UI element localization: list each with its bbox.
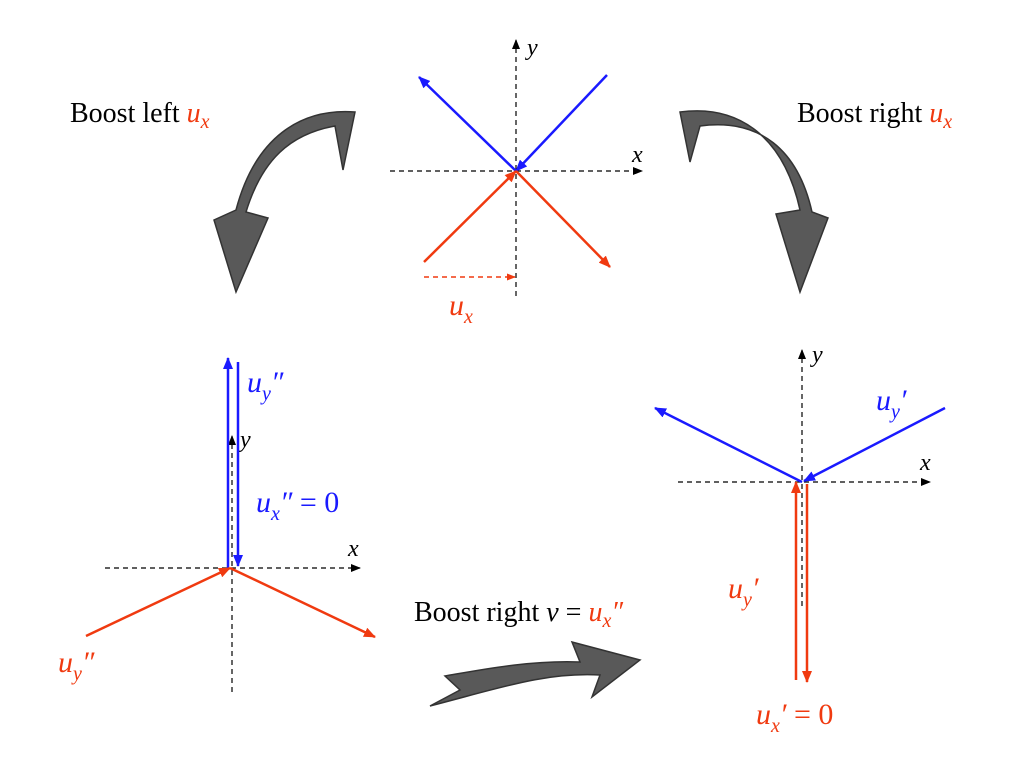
top-y-axis-label: y bbox=[525, 35, 538, 61]
top-x-axis-label: x bbox=[631, 142, 643, 168]
boost-right-bottom-label: Boost right v = ux″ bbox=[414, 597, 623, 632]
boost-right-top-label: Boost right ux bbox=[797, 98, 952, 133]
bottom-left-red-arrow-downright bbox=[229, 566, 376, 639]
boost-left-curved-arrow-icon bbox=[213, 110, 356, 295]
bottom-left-panel: y x uy″ ux″ = 0 uy″ bbox=[58, 357, 376, 692]
boost-left-label: Boost left ux bbox=[70, 98, 210, 133]
bottom-right-x-axis-label: x bbox=[919, 450, 931, 476]
bottom-left-x-axis-label: x bbox=[347, 536, 359, 562]
bottom-right-y-axis-label: y bbox=[810, 342, 823, 368]
top-ux-label: ux bbox=[449, 289, 473, 328]
bottom-right-axes bbox=[678, 349, 931, 606]
bottom-right-blue-arrow-upleft bbox=[654, 406, 803, 484]
bottom-right-red-uy-label: uy′ bbox=[728, 572, 759, 611]
top-blue-arrow-upleft bbox=[418, 76, 517, 172]
boost-right-top-curved-arrow-icon bbox=[679, 110, 829, 295]
bottom-right-panel: y x uy′ uy′ ux′ = 0 bbox=[654, 342, 946, 737]
top-panel: y x ux bbox=[390, 35, 643, 328]
bottom-right-ux-equals-zero-label: ux′ = 0 bbox=[756, 698, 833, 737]
bottom-left-y-axis-label: y bbox=[238, 427, 251, 453]
top-red-arrow-downright bbox=[515, 170, 611, 268]
bottom-left-uy-label: uy″ bbox=[247, 366, 284, 405]
bottom-left-axes bbox=[105, 435, 361, 692]
bottom-left-red-uy-label: uy″ bbox=[58, 646, 95, 685]
top-blue-arrow-incoming bbox=[515, 74, 608, 172]
bottom-left-ux-equals-zero-label: ux″ = 0 bbox=[256, 486, 339, 525]
boost-right-bottom-curved-arrow-icon bbox=[429, 640, 642, 707]
top-red-arrow-incoming bbox=[423, 170, 517, 263]
bottom-right-blue-arrow-incoming bbox=[803, 406, 946, 483]
bottom-left-red-arrow-incoming bbox=[85, 566, 231, 638]
bottom-right-uy-label: uy′ bbox=[876, 384, 907, 423]
